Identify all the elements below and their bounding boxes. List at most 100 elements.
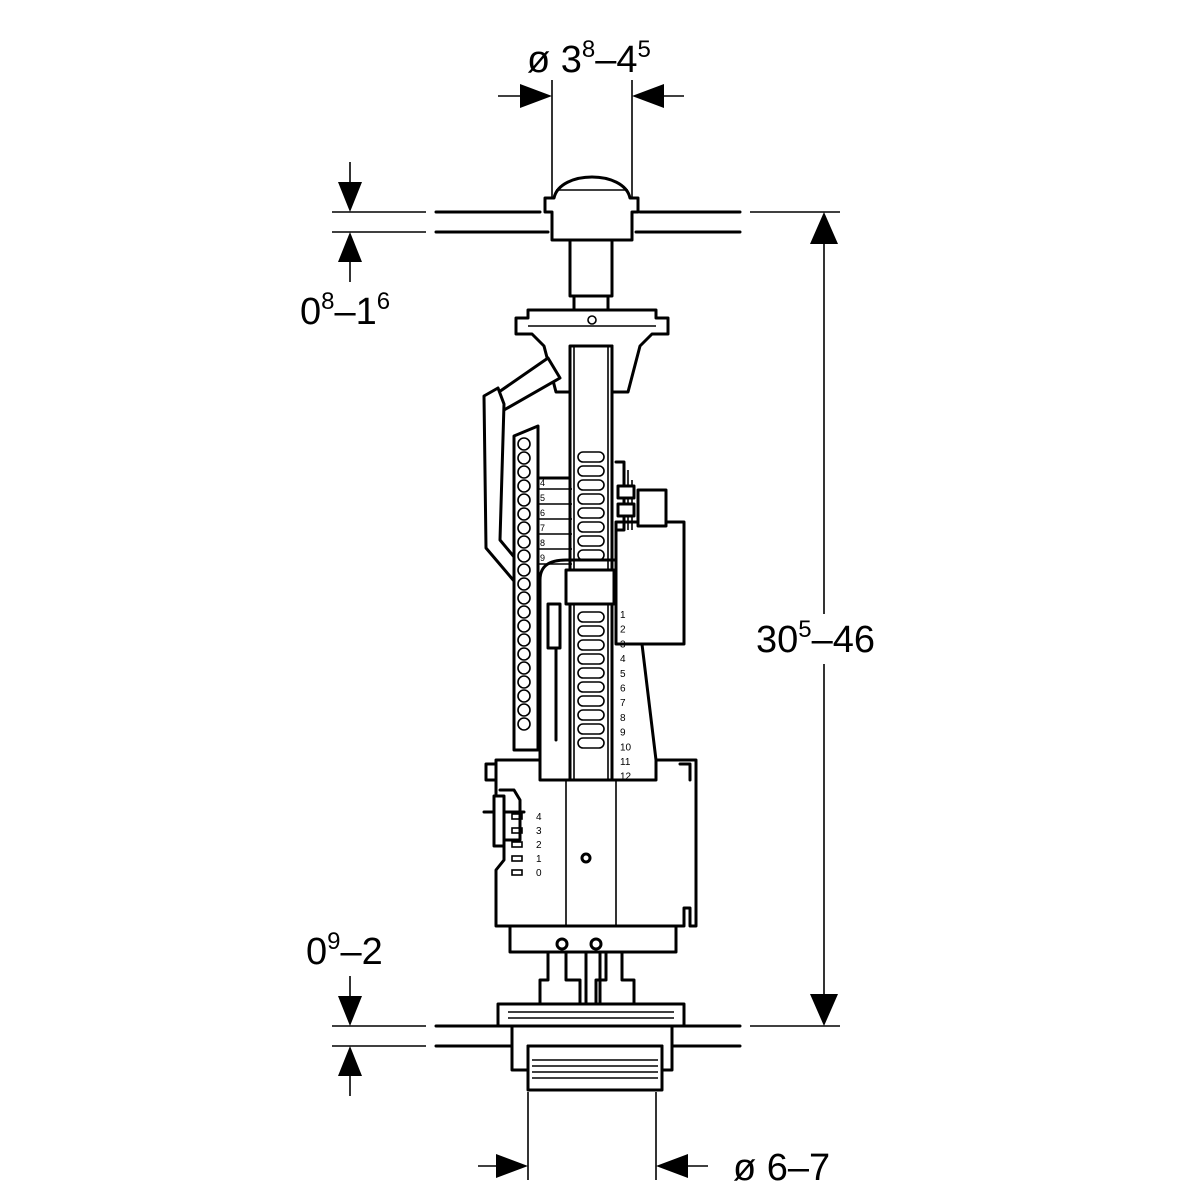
bottom-plate-thickness-dimension: 09–2 [306,928,426,1096]
pipe-slot [577,639,605,651]
pipe-slot [577,521,605,533]
side-module [614,460,686,646]
dim-label-sup: 5 [638,36,651,63]
scale-label: 3 [536,826,542,837]
float-bubble [517,633,531,647]
dim-label-sup: 8 [321,288,334,315]
scale-label: 2 [620,625,626,636]
valve-base [496,924,686,1028]
float-bubble [517,577,531,591]
scale-label: 7 [540,523,545,533]
pipe-slot [577,681,605,693]
float-bubble [517,479,531,493]
scale-label: 5 [620,669,626,680]
pipe-slot [577,465,605,477]
dim-label-part: –2 [341,931,383,973]
bottom-plate [434,1024,742,1048]
pipe-slot [577,479,605,491]
float-bubbles [517,437,531,731]
dim-label-sup: 9 [327,928,340,955]
float-bubble [517,661,531,675]
scale-label: 10 [620,742,632,753]
scale-label: 1 [536,854,542,865]
arrow-down-icon [338,182,362,212]
scale-label: 6 [540,508,545,518]
scale-label: 7 [620,698,626,709]
pipe-slot [577,695,605,707]
float-bubble [517,507,531,521]
outlet-diameter-label: ø 6–7 [733,1147,830,1189]
scale-tick [511,813,523,820]
dim-label-sup: 6 [377,288,390,315]
scale-label: 6 [620,684,626,695]
dim-label-part: 0 [300,291,321,333]
pipe-slot [577,493,605,505]
push-button [543,175,640,312]
arrow-up-icon [810,212,838,244]
float-bubble [517,717,531,731]
top-plate-thickness-dimension: 08–16 [300,162,426,333]
lower-housing [484,758,698,928]
dim-label-part: 0 [306,931,327,973]
upper-float-scale: 4 5 6 7 8 9 [538,478,572,565]
overall-height-dimension: 305–46 [750,211,875,1027]
scale-label: 3 [620,639,626,650]
float-bubble [517,689,531,703]
scale-label: 2 [536,840,542,851]
button-diameter-dimension: ø 38–45 [498,36,684,200]
scale-tick [511,827,523,834]
scale-label: 12 [620,772,632,783]
scale-label: 9 [620,728,626,739]
dim-label-part: –1 [335,291,377,333]
pipe-slot [577,723,605,735]
arrow-left-icon [632,84,664,108]
arrow-up-icon [338,232,362,262]
scale-label: 11 [620,757,631,768]
outlet-thread [510,1024,674,1092]
scale-label: 4 [540,478,545,488]
scale-tick [511,855,523,862]
float-bubble [517,619,531,633]
float-bubble [517,647,531,661]
arrow-right-icon [496,1154,528,1178]
float-bubble [517,563,531,577]
pipe-slot [577,667,605,679]
scale-label: 9 [540,553,545,563]
outlet-diameter-dimension: ø 6–7 [478,1092,830,1189]
float-bubble [517,437,531,451]
arrow-down-icon [810,994,838,1026]
pipe-slot [577,535,605,547]
scale-label: 8 [540,538,545,548]
svg-text:ø 38–45: ø 38–45 [527,36,651,81]
pipe-slot [577,451,605,463]
float-bubble [517,521,531,535]
top-plate [434,210,742,234]
arrow-right-icon [520,84,552,108]
svg-text:09–2: 09–2 [306,928,383,973]
float-bubble [517,605,531,619]
pipe-slot [577,625,605,637]
scale-label: 1 [620,610,626,621]
pipe-slot [577,653,605,665]
dim-label-part: –46 [812,619,875,661]
svg-text:305–46: 305–46 [756,616,875,661]
float-bubble [517,451,531,465]
float-bubble [517,493,531,507]
float-bubble [517,465,531,479]
svg-text:08–16: 08–16 [300,288,390,333]
scale-label: 8 [620,713,626,724]
arrow-left-icon [656,1154,688,1178]
float-chamber: 4 5 6 7 8 9 [512,424,572,752]
float-bubble [517,549,531,563]
scale-label: 5 [540,493,545,503]
scale-label: 0 [536,868,542,879]
pipe-slot [577,737,605,749]
scale-label: 4 [620,654,626,665]
pipe-slots [577,451,605,749]
pipe-slot [577,709,605,721]
pipe-slot [577,611,605,623]
scale-tick [511,841,523,848]
dim-label-sup: 8 [582,36,595,63]
